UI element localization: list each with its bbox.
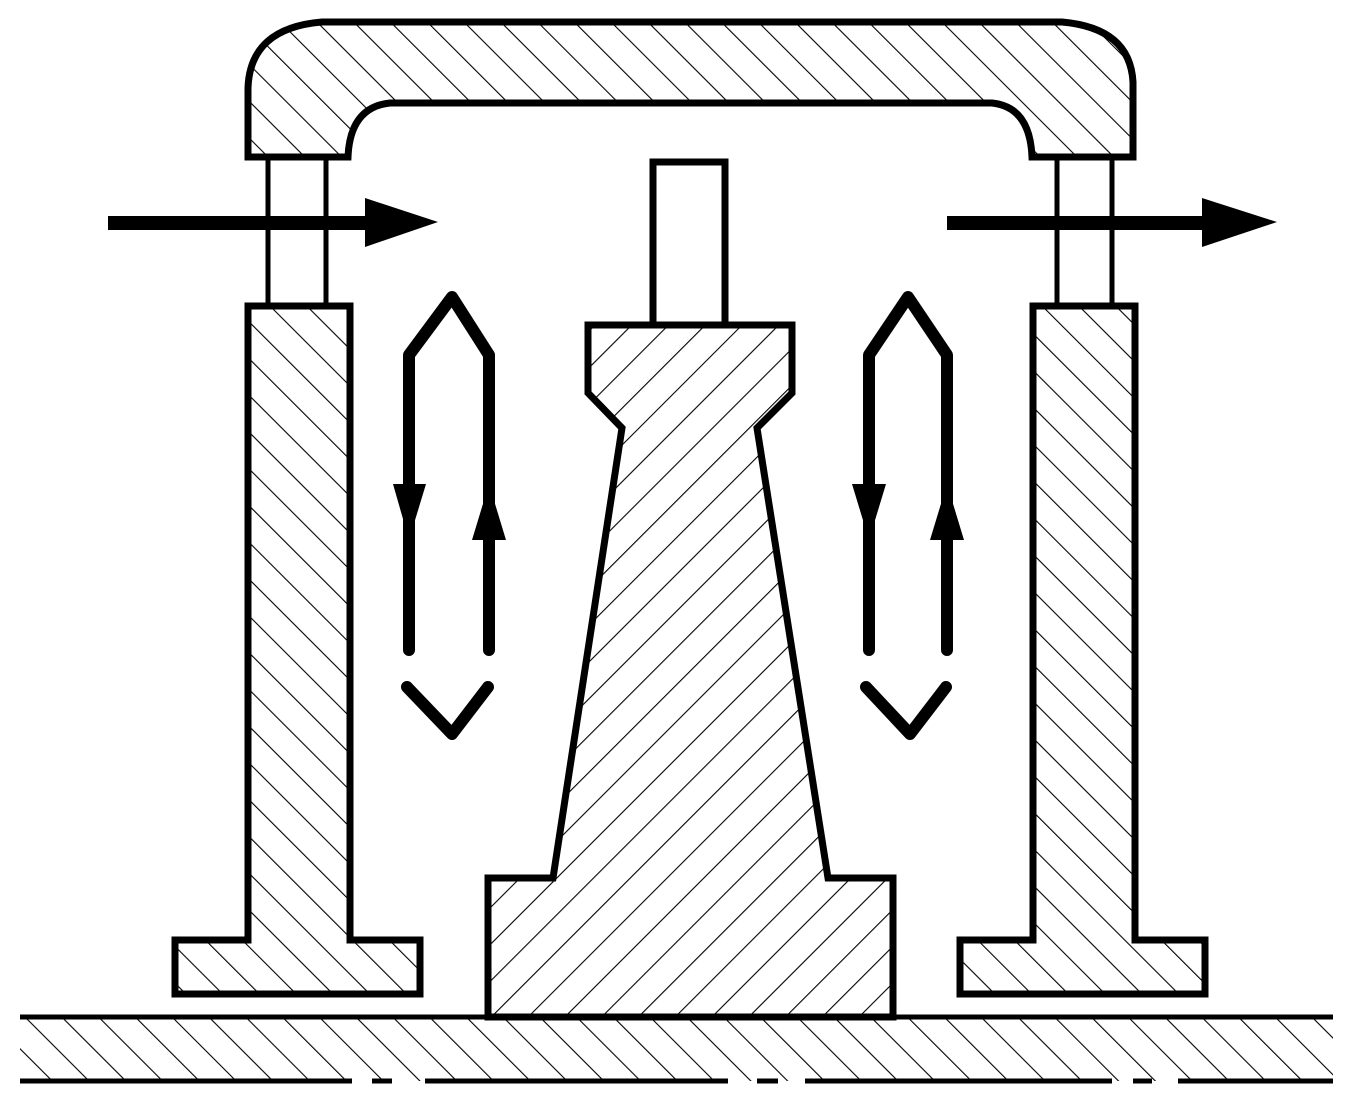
right-loop-down-arrow-icon	[852, 484, 886, 540]
ground-base	[20, 1014, 1333, 1084]
left-loop-down-arrow-icon	[393, 484, 426, 540]
left-loop-up-arrow-icon	[472, 484, 506, 540]
left-loop	[393, 291, 506, 740]
outlet-arrow	[947, 198, 1277, 247]
outlet-arrowhead-icon	[1202, 198, 1277, 247]
right-connector	[1054, 157, 1115, 306]
left-connector	[265, 157, 329, 306]
inlet-arrow	[108, 198, 438, 247]
left-post	[171, 302, 424, 998]
left-loop-path	[403, 291, 495, 656]
right-loop-up-arrow-icon	[930, 484, 964, 540]
inlet-arrowhead-icon	[365, 198, 438, 247]
center-column	[484, 321, 897, 1021]
left-loop-chevron-icon	[401, 681, 494, 740]
right-post	[956, 302, 1209, 998]
right-loop-chevron-icon	[860, 681, 952, 740]
right-loop-path	[863, 291, 953, 656]
top-bridge	[244, 18, 1137, 161]
center-stem	[649, 158, 729, 329]
right-loop	[852, 291, 964, 740]
